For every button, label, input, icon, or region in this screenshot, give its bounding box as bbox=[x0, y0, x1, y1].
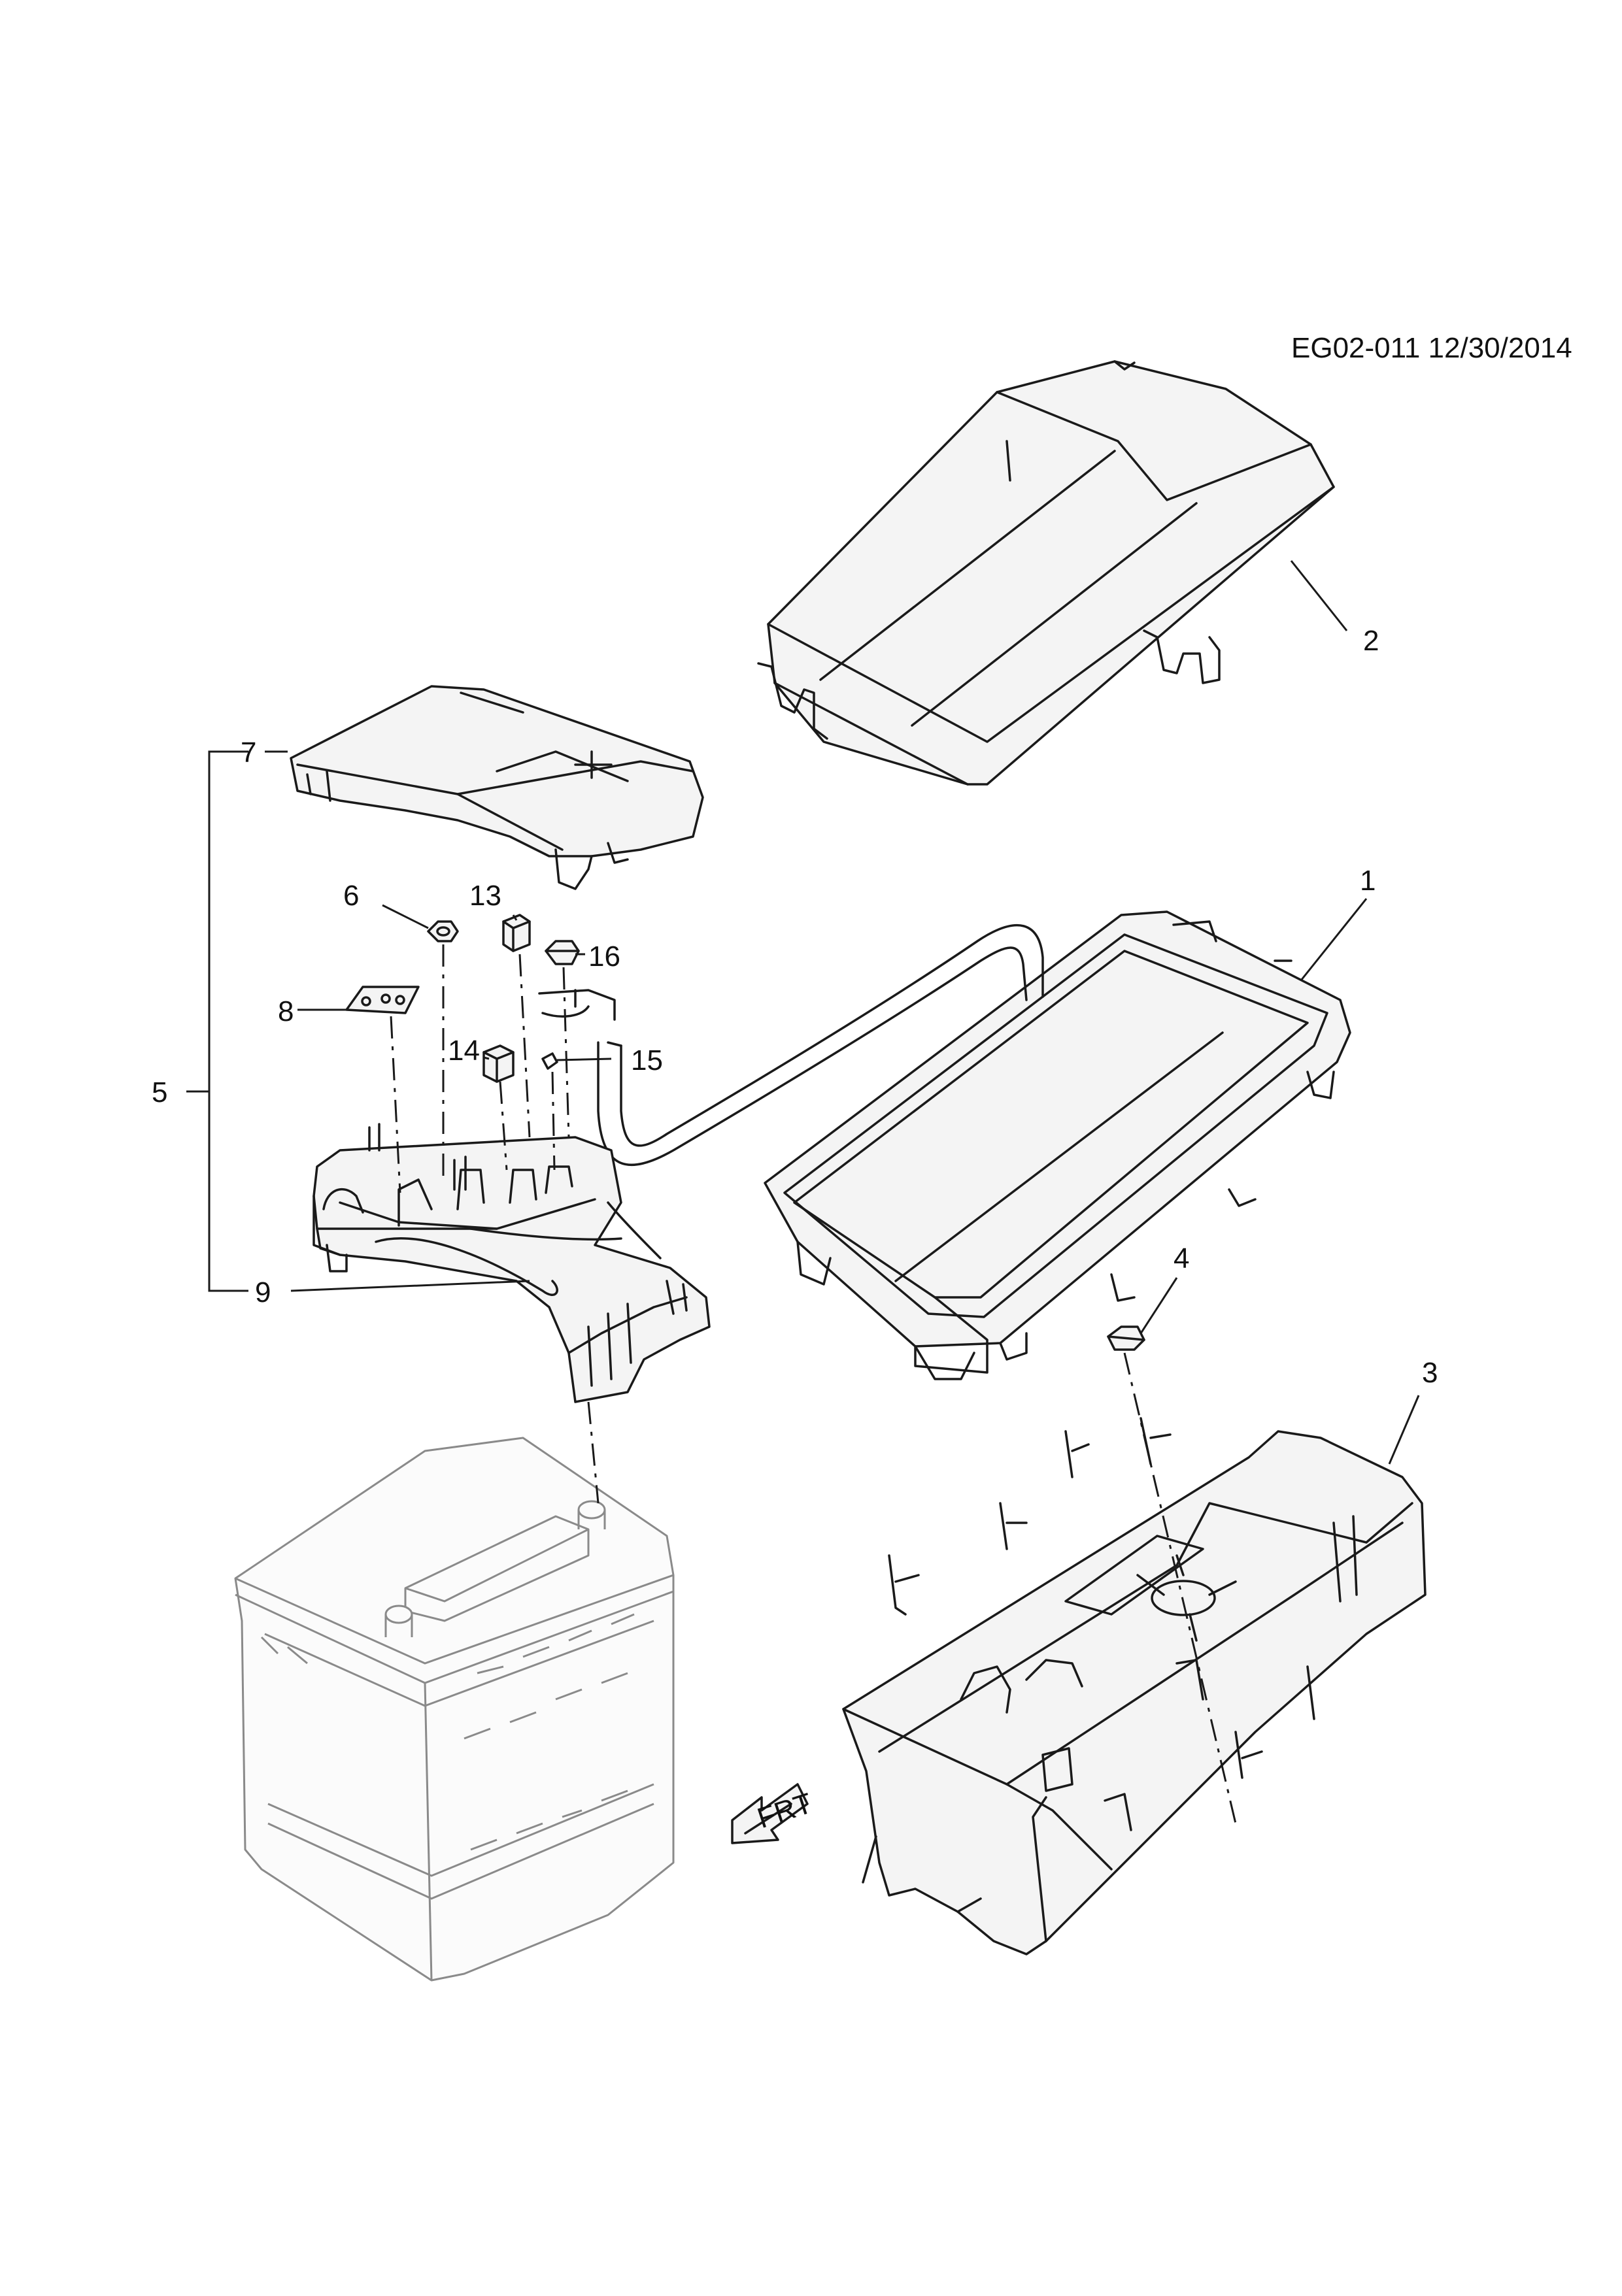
small-cover bbox=[290, 685, 704, 890]
nut-part-6 bbox=[427, 920, 459, 942]
callout-8: 8 bbox=[278, 995, 294, 1027]
relay-part-13 bbox=[502, 914, 531, 952]
battery-tray-with-cable bbox=[538, 910, 1351, 1380]
callout-4: 4 bbox=[1174, 1242, 1189, 1274]
battery bbox=[234, 1437, 675, 1982]
callout-15: 15 bbox=[631, 1044, 663, 1076]
callout-13: 13 bbox=[469, 880, 501, 912]
callout-leaders bbox=[186, 560, 1420, 1465]
clip-part-15 bbox=[541, 1052, 558, 1070]
front-direction-arrow-icon: FRT bbox=[731, 1783, 817, 1844]
relay-part-14 bbox=[482, 1044, 515, 1083]
alignment-lines bbox=[390, 944, 1237, 1824]
battery-tray-base bbox=[842, 1417, 1427, 1955]
callout-14: 14 bbox=[448, 1035, 480, 1067]
busbar-part-8 bbox=[345, 986, 420, 1014]
callout-numbers: 1 2 3 4 5 6 7 8 9 13 14 15 16 bbox=[152, 625, 1438, 1389]
fuse-block-assembly bbox=[313, 1123, 711, 1403]
callout-16: 16 bbox=[588, 940, 620, 973]
nut-part-16 bbox=[545, 940, 580, 965]
callout-7: 7 bbox=[241, 737, 256, 769]
diagram-reference-code: EG02-011 12/30/2014 bbox=[1291, 332, 1572, 364]
callout-2: 2 bbox=[1363, 625, 1379, 657]
front-arrow-label: FRT bbox=[754, 1787, 817, 1835]
callout-9: 9 bbox=[255, 1276, 271, 1308]
callout-5: 5 bbox=[152, 1076, 167, 1108]
fuse-box-cover-large bbox=[757, 360, 1335, 786]
callout-6: 6 bbox=[343, 880, 359, 912]
callout-1: 1 bbox=[1360, 865, 1376, 897]
callout-3: 3 bbox=[1422, 1357, 1438, 1389]
nut-part-4 bbox=[1107, 1325, 1145, 1351]
